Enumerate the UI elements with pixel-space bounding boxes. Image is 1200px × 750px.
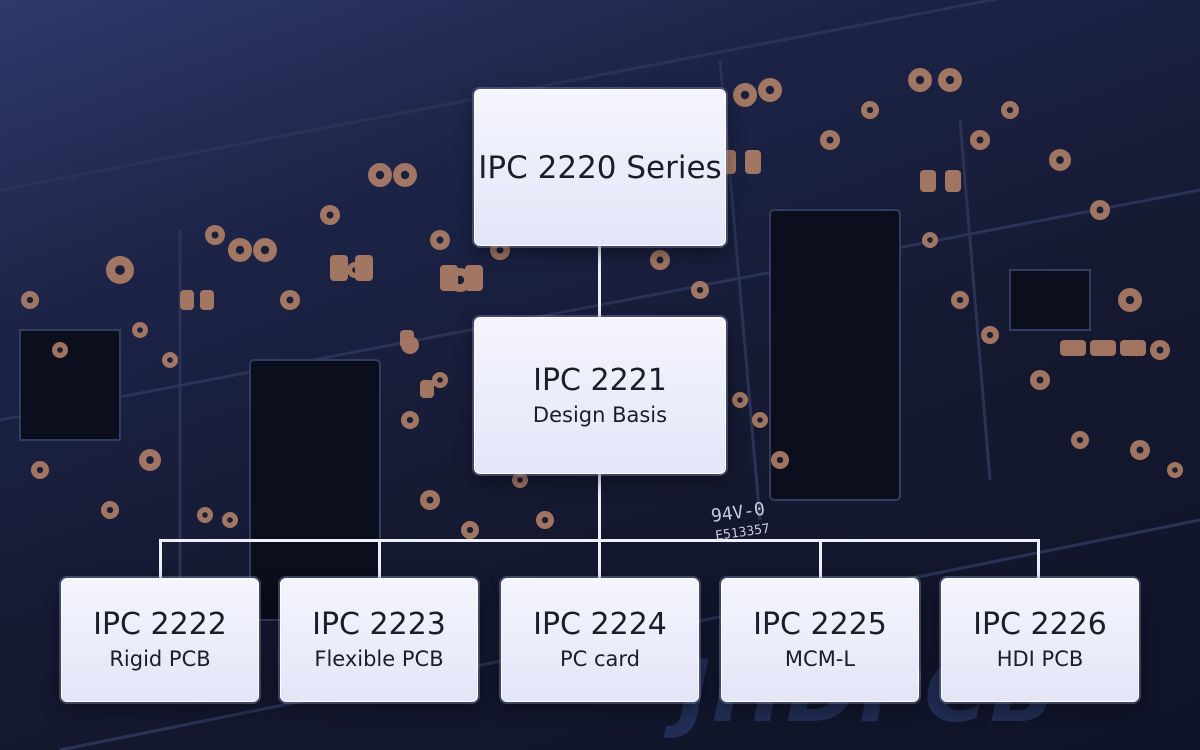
pad-hole bbox=[915, 75, 925, 85]
node-subtitle: Rigid PCB bbox=[109, 647, 211, 671]
copper-smd-pad bbox=[180, 290, 194, 310]
pad-hole bbox=[1076, 436, 1084, 444]
pad-hole bbox=[115, 265, 125, 275]
copper-smd-pad bbox=[330, 255, 348, 281]
copper-smd-pad bbox=[920, 170, 936, 192]
copper-smd-pad bbox=[200, 290, 214, 310]
pad-hole bbox=[426, 496, 434, 504]
node-ipc-2222: IPC 2222 Rigid PCB bbox=[61, 578, 259, 702]
pad-hole bbox=[227, 517, 233, 523]
pad-hole bbox=[927, 237, 933, 243]
pad-hole bbox=[375, 170, 385, 180]
pad-hole bbox=[956, 296, 964, 304]
pad-hole bbox=[1036, 376, 1044, 384]
node-ipc-2220-series: IPC 2220 Series bbox=[474, 89, 726, 246]
pad-hole bbox=[406, 416, 414, 424]
pad-hole bbox=[776, 456, 784, 464]
pad-hole bbox=[1172, 467, 1178, 473]
pad-hole bbox=[137, 327, 143, 333]
connector-drop-2226 bbox=[1037, 539, 1040, 578]
pad-hole bbox=[541, 516, 549, 524]
pad-hole bbox=[36, 466, 44, 474]
pad-hole bbox=[167, 357, 173, 363]
node-ipc-2225: IPC 2225 MCM-L bbox=[721, 578, 919, 702]
node-subtitle: Flexible PCB bbox=[314, 647, 444, 671]
pad-hole bbox=[517, 477, 523, 483]
pad-hole bbox=[866, 106, 874, 114]
pad-hole bbox=[436, 236, 444, 244]
pad-hole bbox=[57, 347, 63, 353]
pad-hole bbox=[466, 526, 474, 534]
copper-smd-pad bbox=[440, 265, 458, 291]
node-title: IPC 2220 Series bbox=[478, 149, 722, 186]
copper-smd-pad bbox=[400, 330, 414, 348]
pad-hole bbox=[976, 136, 984, 144]
pad-hole bbox=[765, 85, 775, 95]
connector-drop-2223 bbox=[378, 539, 381, 578]
pad-hole bbox=[737, 397, 743, 403]
connector-root-to-basis bbox=[598, 246, 601, 317]
copper-smd-pad bbox=[465, 265, 483, 291]
node-title: IPC 2223 bbox=[312, 607, 446, 642]
pad-hole bbox=[146, 456, 154, 464]
copper-smd-pad bbox=[1060, 340, 1086, 356]
pad-hole bbox=[26, 296, 34, 304]
pad-hole bbox=[1006, 106, 1014, 114]
pad-hole bbox=[286, 296, 294, 304]
pad-hole bbox=[1056, 156, 1064, 164]
pad-hole bbox=[1136, 446, 1144, 454]
node-subtitle: MCM-L bbox=[784, 647, 856, 671]
node-title: IPC 2225 bbox=[753, 607, 887, 642]
node-title: IPC 2221 bbox=[533, 362, 667, 398]
node-ipc-2221: IPC 2221 Design Basis bbox=[474, 317, 726, 474]
node-title: IPC 2226 bbox=[973, 607, 1107, 642]
pad-hole bbox=[211, 231, 219, 239]
node-title: IPC 2222 bbox=[93, 607, 227, 642]
pad-hole bbox=[1096, 206, 1104, 214]
pad-hole bbox=[437, 377, 443, 383]
node-title: IPC 2224 bbox=[533, 607, 667, 642]
pad-hole bbox=[1156, 346, 1164, 354]
node-subtitle: Design Basis bbox=[532, 402, 668, 427]
connector-drop-2222 bbox=[159, 539, 162, 578]
pad-hole bbox=[326, 211, 334, 219]
node-subtitle: PC card bbox=[559, 647, 640, 671]
copper-smd-pad bbox=[1120, 340, 1146, 356]
pad-hole bbox=[260, 245, 270, 255]
copper-smd-pad bbox=[420, 380, 434, 398]
copper-smd-pad bbox=[745, 150, 761, 174]
copper-smd-pad bbox=[1090, 340, 1116, 356]
pad-hole bbox=[496, 246, 504, 254]
pad-hole bbox=[235, 245, 245, 255]
pad-hole bbox=[945, 75, 955, 85]
pad-hole bbox=[1125, 295, 1135, 305]
node-ipc-2223: IPC 2223 Flexible PCB bbox=[280, 578, 478, 702]
connector-basis-trunk bbox=[598, 474, 601, 540]
copper-smd-pad bbox=[945, 170, 961, 192]
node-ipc-2224: IPC 2224 PC card bbox=[501, 578, 699, 702]
pad-hole bbox=[400, 170, 410, 180]
pad-hole bbox=[696, 286, 704, 294]
connector-drop-2224 bbox=[598, 539, 601, 578]
pad-hole bbox=[757, 417, 763, 423]
pad-hole bbox=[740, 90, 750, 100]
node-subtitle: HDI PCB bbox=[996, 647, 1084, 671]
pad-hole bbox=[202, 512, 208, 518]
connector-drop-2225 bbox=[819, 539, 822, 578]
pad-hole bbox=[826, 136, 834, 144]
copper-smd-pad bbox=[355, 255, 373, 281]
pad-hole bbox=[106, 506, 114, 514]
pad-hole bbox=[656, 256, 664, 264]
pad-hole bbox=[986, 331, 994, 339]
node-ipc-2226: IPC 2226 HDI PCB bbox=[941, 578, 1139, 702]
